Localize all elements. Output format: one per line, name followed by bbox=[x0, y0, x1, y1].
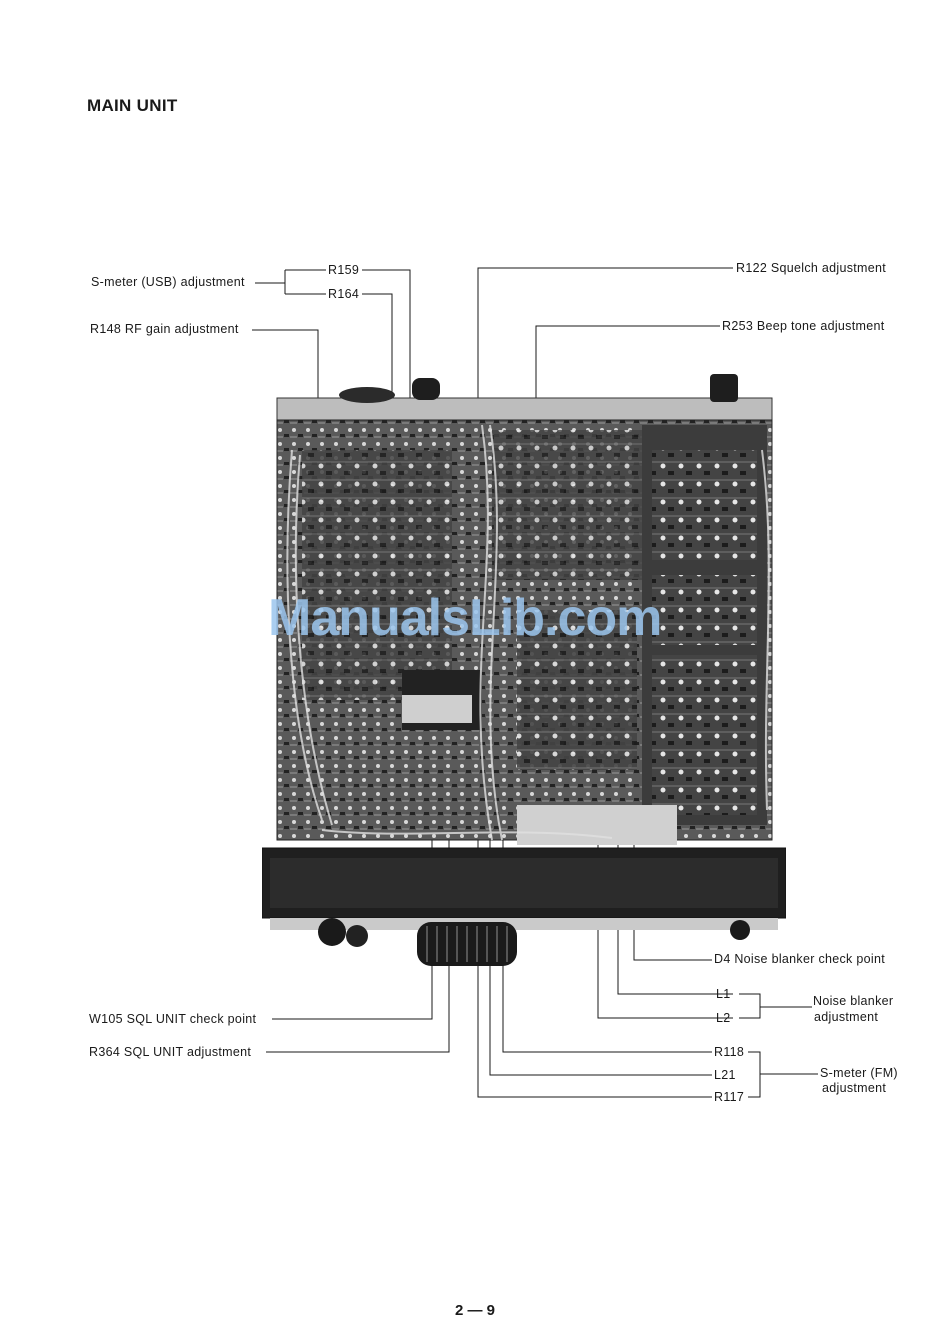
watermark: ManualsLib.com bbox=[268, 588, 661, 648]
label-smeter-usb: S-meter (USB) adjustment bbox=[91, 275, 245, 289]
label-r159: R159 bbox=[328, 263, 359, 277]
label-smeter-fm-1: S-meter (FM) bbox=[820, 1066, 898, 1080]
label-r148: R148 RF gain adjustment bbox=[90, 322, 239, 336]
label-l2: L2 bbox=[716, 1011, 731, 1025]
label-noise-blanker-2: adjustment bbox=[814, 1010, 878, 1024]
label-noise-blanker-1: Noise blanker bbox=[813, 994, 893, 1008]
page-number: 2 — 9 bbox=[0, 1302, 950, 1319]
label-smeter-fm-2: adjustment bbox=[822, 1081, 886, 1095]
label-r122: R122 Squelch adjustment bbox=[736, 261, 886, 275]
label-r118: R118 bbox=[714, 1045, 744, 1059]
label-w105: W105 SQL UNIT check point bbox=[89, 1012, 256, 1026]
label-r364: R364 SQL UNIT adjustment bbox=[89, 1045, 251, 1059]
label-r253: R253 Beep tone adjustment bbox=[722, 319, 884, 333]
label-r117: R117 bbox=[714, 1090, 744, 1104]
label-l1: L1 bbox=[716, 987, 731, 1001]
label-d4: D4 Noise blanker check point bbox=[714, 952, 885, 966]
label-l21: L21 bbox=[714, 1068, 736, 1082]
transceiver-chassis-photo bbox=[262, 370, 786, 970]
label-r164: R164 bbox=[328, 287, 359, 301]
